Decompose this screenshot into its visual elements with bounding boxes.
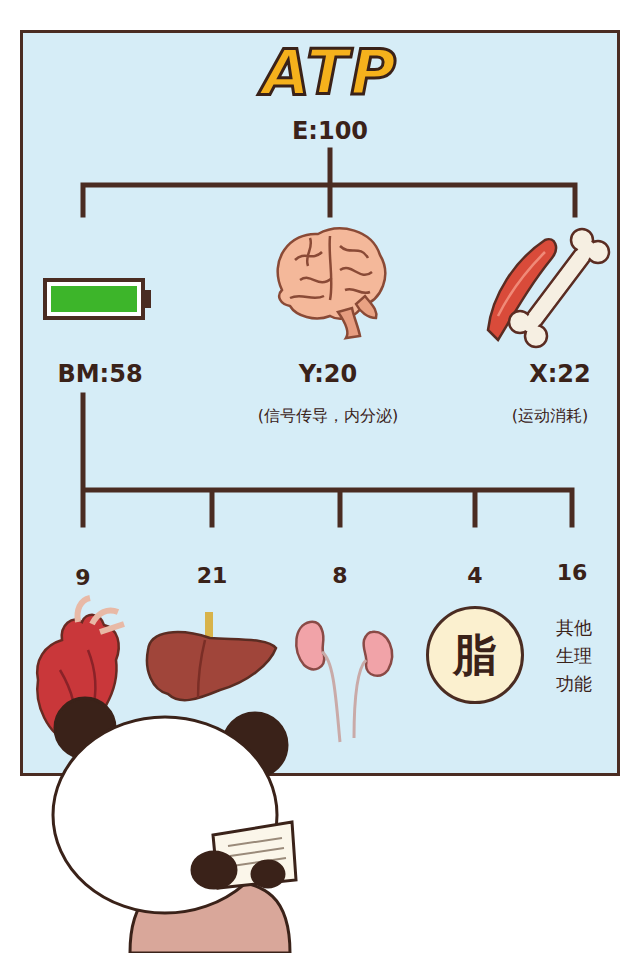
- muscle-bone-icon: [488, 229, 609, 347]
- callout-number: 21: [197, 563, 228, 588]
- battery-icon: [45, 280, 151, 318]
- fat-circle: 脂: [426, 606, 525, 705]
- category-value: BM:58: [57, 360, 142, 388]
- callout-number: 9: [75, 565, 90, 590]
- total-value: E:100: [292, 117, 368, 145]
- brain-icon: [278, 229, 386, 338]
- category-note: (信号传导，内分泌): [258, 406, 398, 427]
- category-note: 其他 生理 功能: [552, 614, 596, 698]
- panda-figure: [53, 698, 296, 953]
- node-text: 脂: [453, 626, 497, 685]
- callout-number: 16: [557, 560, 588, 585]
- callout-number: 4: [467, 563, 482, 588]
- diagram-title: ATP: [262, 36, 398, 109]
- category-value: X:22: [529, 360, 591, 388]
- kidney-icon: [296, 622, 392, 742]
- callout-number: 8: [332, 563, 347, 588]
- category-value: Y:20: [299, 360, 357, 388]
- category-note: (运动消耗): [512, 406, 588, 427]
- liver-icon: [147, 612, 276, 700]
